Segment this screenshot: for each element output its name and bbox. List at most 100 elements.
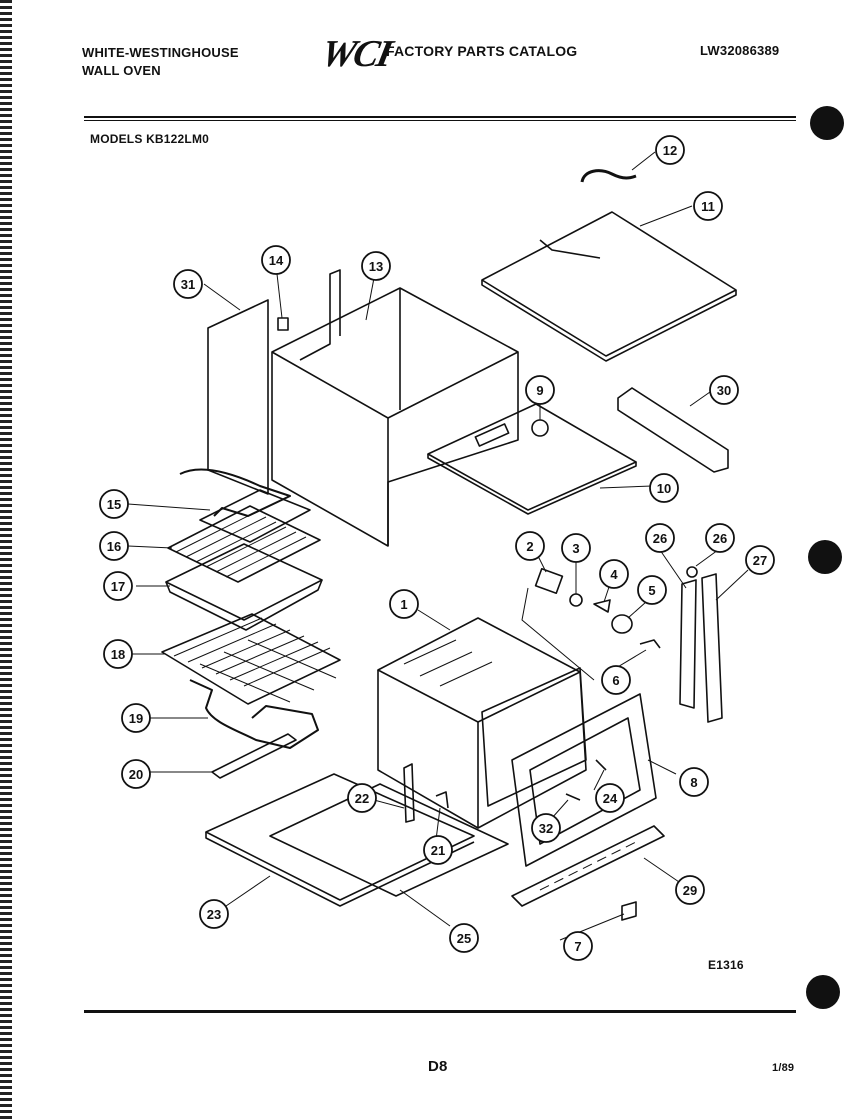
product-type: WALL OVEN (82, 63, 161, 78)
callout-part-3: 3 (561, 533, 591, 563)
part-31-side-panel (207, 299, 269, 495)
callout-circle (705, 523, 735, 553)
part-15-broil-element (179, 468, 291, 517)
callout-part-27: 27 (745, 545, 775, 575)
part-20-bracket (211, 733, 297, 779)
callout-circle (515, 531, 545, 561)
callout-circle (347, 783, 377, 813)
callout-circle (679, 767, 709, 797)
part-29-trim (511, 825, 665, 907)
callout-part-6: 6 (601, 665, 631, 695)
callout-number: 2 (526, 539, 533, 554)
catalog-title: FACTORY PARTS CATALOG (386, 43, 578, 59)
callout-number: 30 (717, 383, 731, 398)
callout-circle (389, 589, 419, 619)
callout-number: 6 (612, 673, 619, 688)
part-28-side-trim (679, 579, 697, 709)
callout-part-29: 29 (675, 875, 705, 905)
callout-part-5: 5 (637, 575, 667, 605)
callout-circle (261, 245, 291, 275)
callout-number: 10 (657, 481, 671, 496)
revision-date: 1/89 (772, 1062, 795, 1074)
models-label: MODELS KB122LM0 (90, 132, 210, 146)
callout-part-31: 31 (173, 269, 203, 299)
callout-part-32: 32 (531, 813, 561, 843)
callout-number: 18 (111, 647, 125, 662)
callout-part-16: 16 (99, 531, 129, 561)
part-14-bracket (277, 317, 289, 331)
callout-number: 9 (536, 383, 543, 398)
part-6-clip (639, 639, 661, 649)
callout-number: 12 (663, 143, 677, 158)
callout-circle (121, 759, 151, 789)
callout-circle (649, 473, 679, 503)
callout-part-17: 17 (103, 571, 133, 601)
callout-part-8: 8 (679, 767, 709, 797)
callout-part-15: 15 (99, 489, 129, 519)
punch-hole-bottom (806, 975, 840, 1009)
callout-circle (709, 375, 739, 405)
punch-hole-middle (808, 540, 842, 574)
callout-part-11: 11 (693, 191, 723, 221)
brand-block: WHITE-WESTINGHOUSE WALL OVEN (82, 44, 239, 80)
callout-circle (99, 489, 129, 519)
callout-circle (745, 545, 775, 575)
callout-part-24: 24 (595, 783, 625, 813)
callout-number: 31 (181, 277, 195, 292)
callout-part-19: 19 (121, 703, 151, 733)
punch-hole-top (810, 106, 844, 140)
callout-number: 26 (653, 531, 667, 546)
callout-circle (601, 665, 631, 695)
callout-part-26: 26 (705, 523, 735, 553)
callout-circle (561, 533, 591, 563)
part-19-bake-element (189, 679, 319, 749)
callout-part-1: 1 (389, 589, 419, 619)
callout-part-25: 25 (449, 923, 479, 953)
part-32-clip (565, 793, 581, 801)
callout-circle (121, 703, 151, 733)
callout-circle (103, 639, 133, 669)
callout-circle (99, 531, 129, 561)
part-13-cabinet (271, 287, 519, 547)
callout-part-26: 26 (645, 523, 675, 553)
callout-number: 27 (753, 553, 767, 568)
header-rule-thin (84, 120, 796, 121)
part-5-lens (611, 614, 633, 634)
callout-number: 17 (111, 579, 125, 594)
callout-number: 26 (713, 531, 727, 546)
callout-part-14: 14 (261, 245, 291, 275)
callout-circle (655, 135, 685, 165)
callout-circle (675, 875, 705, 905)
callout-number: 23 (207, 907, 221, 922)
callout-circle (599, 559, 629, 589)
callout-number: 24 (603, 791, 618, 806)
callout-circle (693, 191, 723, 221)
callout-number: 1 (400, 597, 407, 612)
callout-number: 32 (539, 821, 553, 836)
callout-part-2: 2 (515, 531, 545, 561)
callout-number: 21 (431, 843, 445, 858)
callout-circle (449, 923, 479, 953)
part-18-oven-rack (161, 613, 341, 705)
footer-rule (84, 1010, 796, 1013)
callout-part-7: 7 (563, 931, 593, 961)
callout-part-10: 10 (649, 473, 679, 503)
callout-number: 19 (129, 711, 143, 726)
callout-part-21: 21 (423, 835, 453, 865)
part-4-clip (593, 599, 611, 613)
callout-number: 14 (269, 253, 284, 268)
header-rule (84, 116, 796, 118)
callout-circle (525, 375, 555, 405)
part-27-side-trim (701, 573, 723, 723)
part-21-clip (435, 791, 449, 809)
callout-circle (563, 931, 593, 961)
part-12-harness (580, 169, 637, 183)
callout-number: 7 (574, 939, 581, 954)
document-number: LW32086389 (700, 43, 780, 58)
callout-part-12: 12 (655, 135, 685, 165)
callout-part-20: 20 (121, 759, 151, 789)
part-10-bottom-panel (427, 403, 637, 511)
part-24-clip (595, 759, 607, 771)
callout-circle (199, 899, 229, 929)
